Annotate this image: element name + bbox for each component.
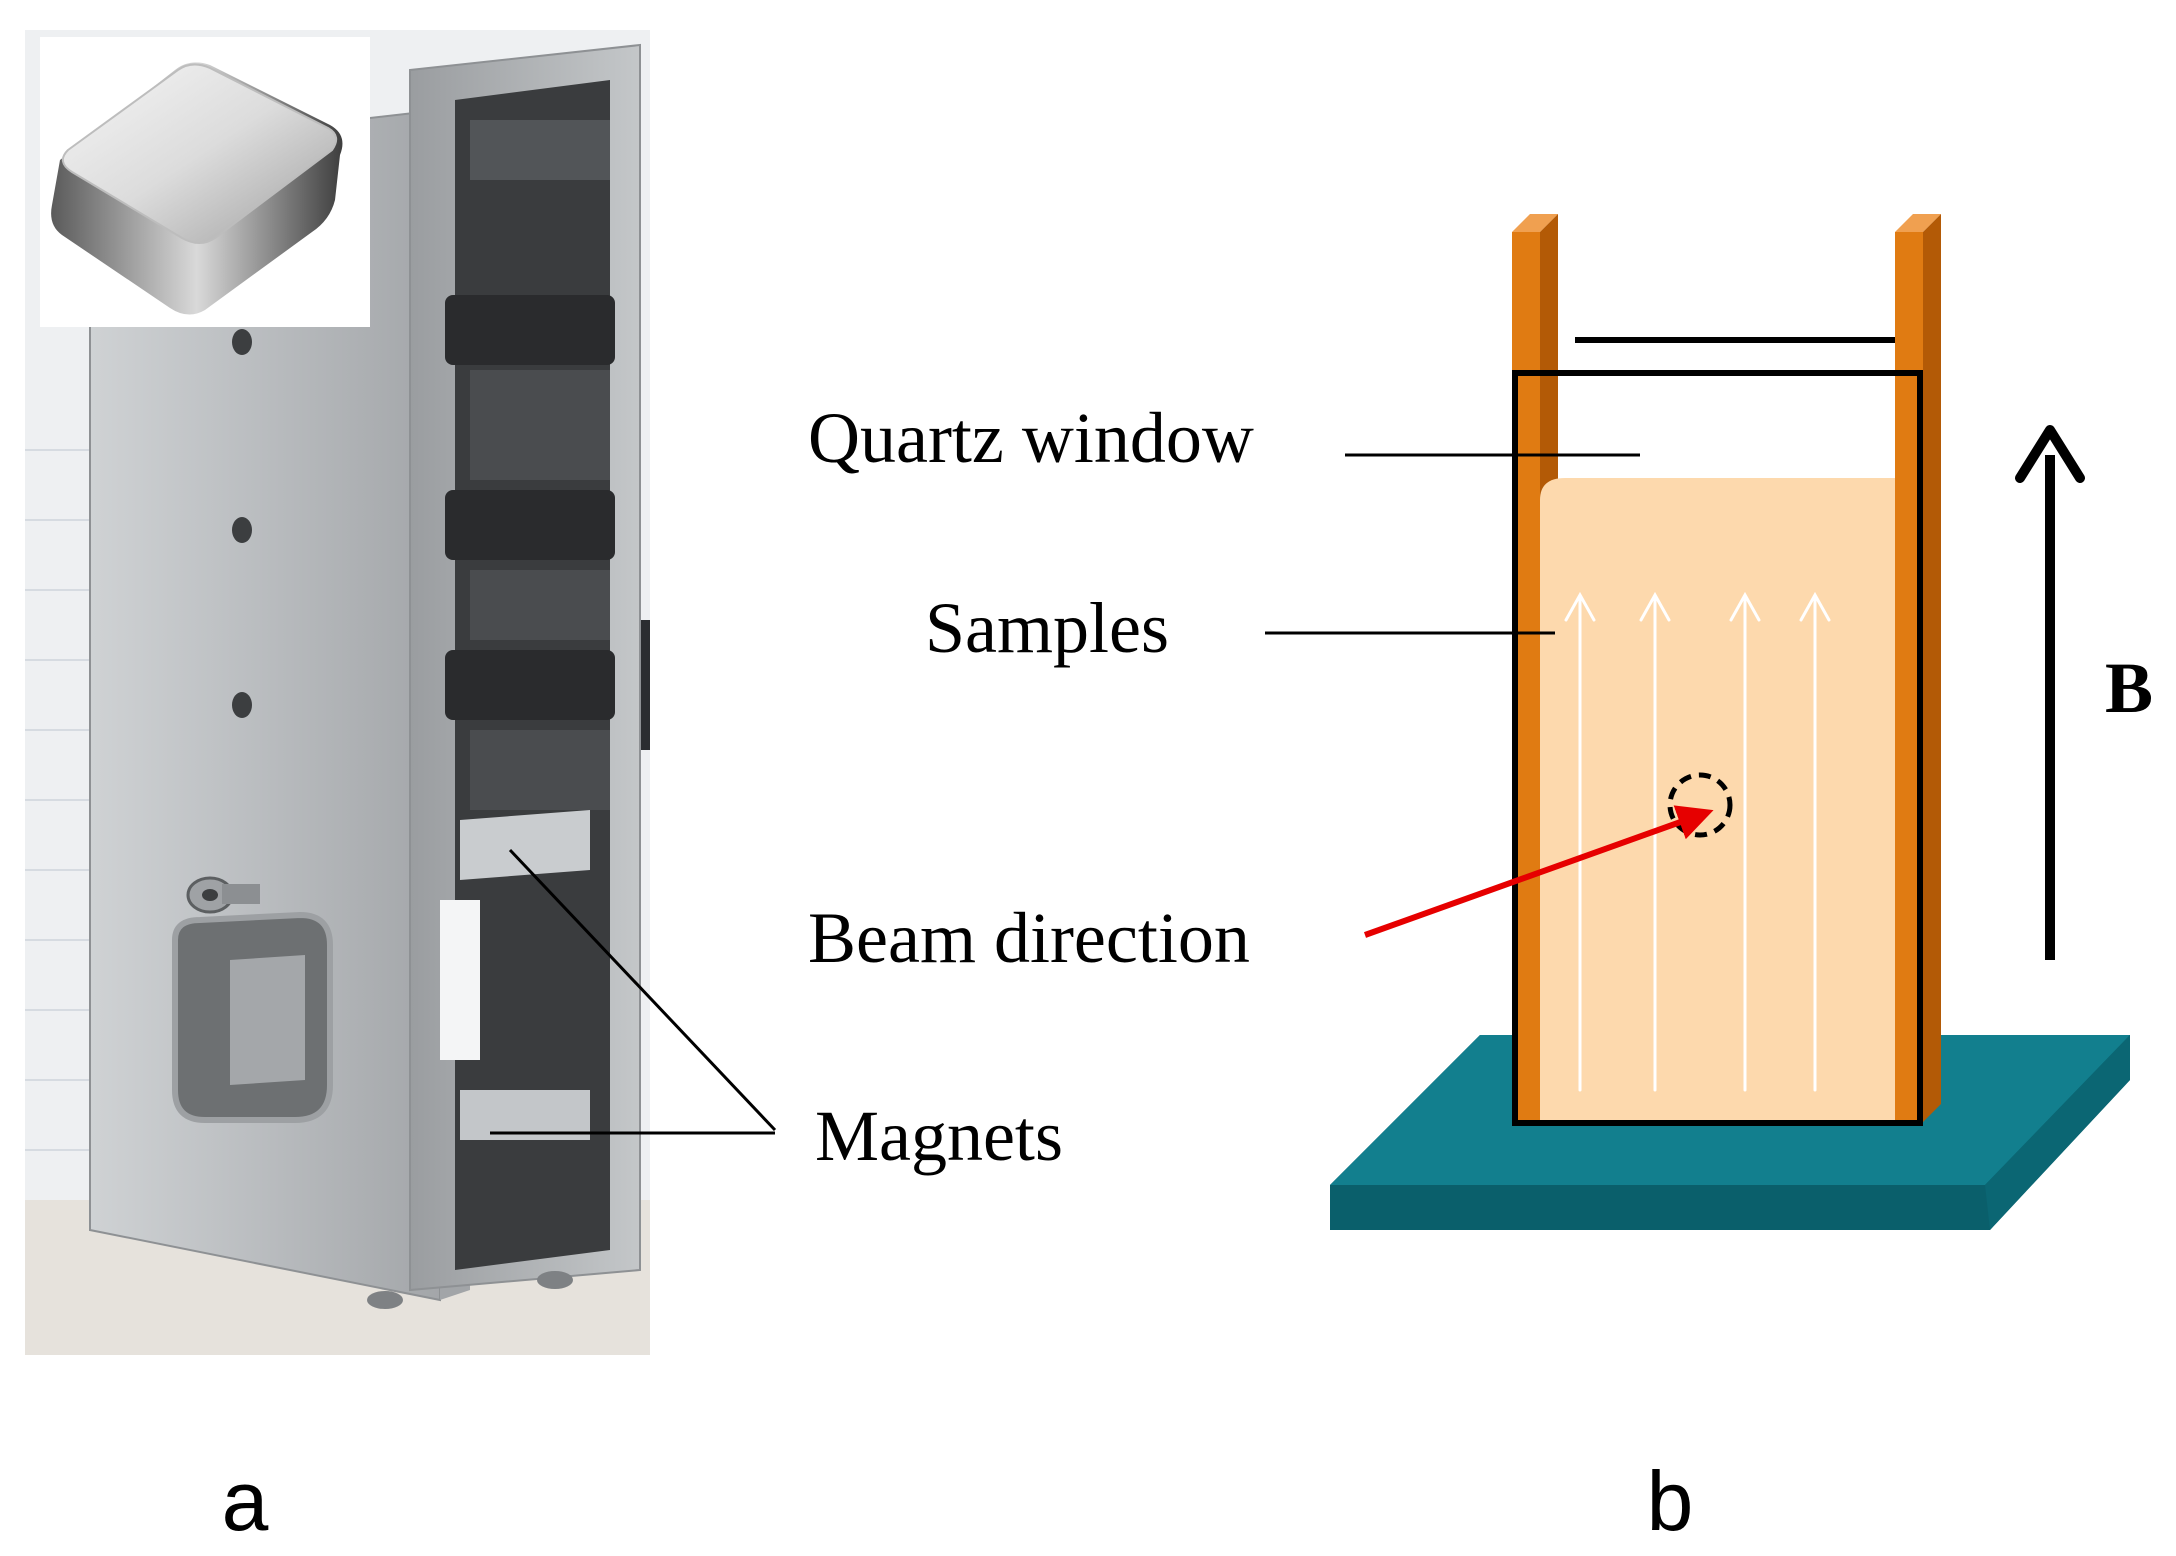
- beam-direction-arrow: [1363, 805, 1714, 938]
- callout-line-upper-magnet: [508, 848, 777, 1132]
- quartz-window-frame: [1512, 370, 1923, 1126]
- bolt: [186, 876, 260, 914]
- magnet-photo-upper: [460, 810, 590, 880]
- window-inner-wall: [230, 955, 305, 1085]
- right-post-side: [1923, 214, 1941, 1122]
- holder-foot: [537, 1271, 573, 1289]
- base-plate-edge: [1985, 1035, 2130, 1230]
- sample-slab: [1540, 478, 1895, 1120]
- magnet-top-face: [61, 63, 338, 244]
- beam-direction-label: Beam direction: [808, 898, 1250, 978]
- holder-foot: [367, 1291, 403, 1309]
- magnets-callout-lines: [490, 848, 777, 1135]
- field-label: B: [2105, 648, 2153, 728]
- left-post-top: [1512, 214, 1558, 232]
- slot-window: [440, 900, 480, 1060]
- panel-a-label: a: [222, 1454, 269, 1548]
- slot-ridges: [445, 120, 615, 810]
- magnets-label: Magnets: [815, 1096, 1063, 1176]
- samples-label: Samples: [925, 588, 1169, 668]
- field-arrow-head: [2015, 425, 2085, 483]
- panel-b-schematic: [1265, 214, 2130, 1230]
- right-post-top: [1895, 214, 1941, 232]
- panel-b-label: b: [1647, 1454, 1694, 1548]
- quartz-window-label: Quartz window: [808, 398, 1254, 478]
- field-lines: [1564, 591, 1831, 1092]
- screw-holes: [232, 329, 252, 718]
- magnet-inset: [40, 37, 370, 327]
- paper-lines: [25, 449, 90, 1221]
